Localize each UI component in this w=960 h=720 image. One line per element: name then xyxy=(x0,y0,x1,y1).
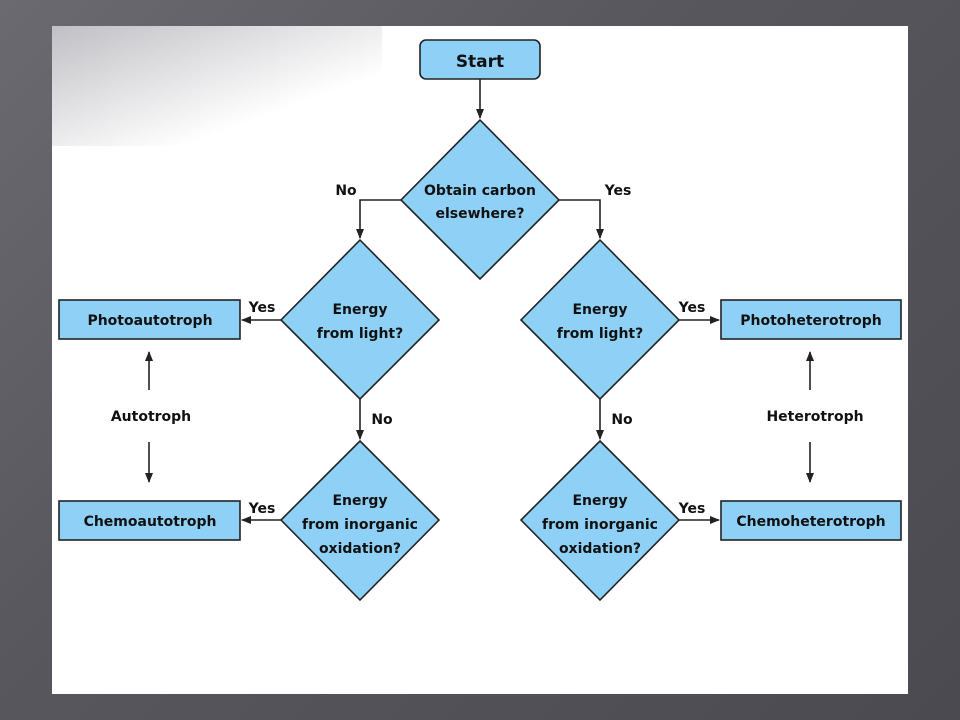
outcome-photoheterotroph: Photoheterotroph xyxy=(720,299,902,340)
outcome-chemoautotroph: Chemoautotroph xyxy=(58,500,241,541)
outcome-chemoautotroph-label: Chemoautotroph xyxy=(84,514,217,530)
edge-label-left-light-yes: Yes xyxy=(248,300,276,316)
edge-label-carbon-yes: Yes xyxy=(604,183,632,199)
decision-obtain-carbon-line-1: Obtain carbon xyxy=(424,183,536,199)
edge-label-right-light-no: No xyxy=(611,412,633,428)
outcome-photoautotroph: Photoautotroph xyxy=(58,299,241,340)
decision-left-energy-inorganic: Energy from inorganic oxidation? xyxy=(279,439,441,602)
edge-carbon-yes xyxy=(559,199,604,239)
decision-left-inorganic-line-3: oxidation? xyxy=(319,541,401,557)
start-label: Start xyxy=(456,52,504,72)
edge-label-right-inorganic-yes: Yes xyxy=(678,501,706,517)
decision-left-inorganic-line-1: Energy xyxy=(332,493,387,509)
outcome-chemoheterotroph-label: Chemoheterotroph xyxy=(736,514,885,530)
connectors xyxy=(145,79,814,524)
decision-right-energy-light: Energy from light? xyxy=(519,238,681,401)
decision-obtain-carbon-line-2: elsewhere? xyxy=(435,206,524,222)
edge-label-right-light-yes: Yes xyxy=(678,300,706,316)
decision-left-inorganic-line-2: from inorganic xyxy=(302,517,418,533)
decision-right-energy-inorganic: Energy from inorganic oxidation? xyxy=(519,439,681,602)
group-label-autotroph: Autotroph xyxy=(111,409,191,425)
edge-label-left-light-no: No xyxy=(371,412,393,428)
decision-left-energy-light-line-1: Energy xyxy=(332,302,387,318)
group-label-heterotroph: Heterotroph xyxy=(766,409,863,425)
outcome-chemoheterotroph: Chemoheterotroph xyxy=(720,500,902,541)
decision-obtain-carbon: Obtain carbon elsewhere? xyxy=(399,118,561,281)
edge-label-left-inorganic-yes: Yes xyxy=(248,501,276,517)
decision-right-inorganic-line-1: Energy xyxy=(572,493,627,509)
decision-right-inorganic-line-2: from inorganic xyxy=(542,517,658,533)
edge-carbon-no xyxy=(356,199,401,239)
outcome-photoautotroph-label: Photoautotroph xyxy=(87,313,212,329)
start-node: Start xyxy=(419,39,541,80)
decision-left-energy-light-line-2: from light? xyxy=(317,326,403,342)
corner-shade xyxy=(52,26,382,146)
edge-label-carbon-no: No xyxy=(335,183,357,199)
decision-right-energy-light-line-2: from light? xyxy=(557,326,643,342)
decision-right-inorganic-line-3: oxidation? xyxy=(559,541,641,557)
outcome-photoheterotroph-label: Photoheterotroph xyxy=(740,313,882,329)
decision-right-energy-light-line-1: Energy xyxy=(572,302,627,318)
decision-left-energy-light: Energy from light? xyxy=(279,238,441,401)
